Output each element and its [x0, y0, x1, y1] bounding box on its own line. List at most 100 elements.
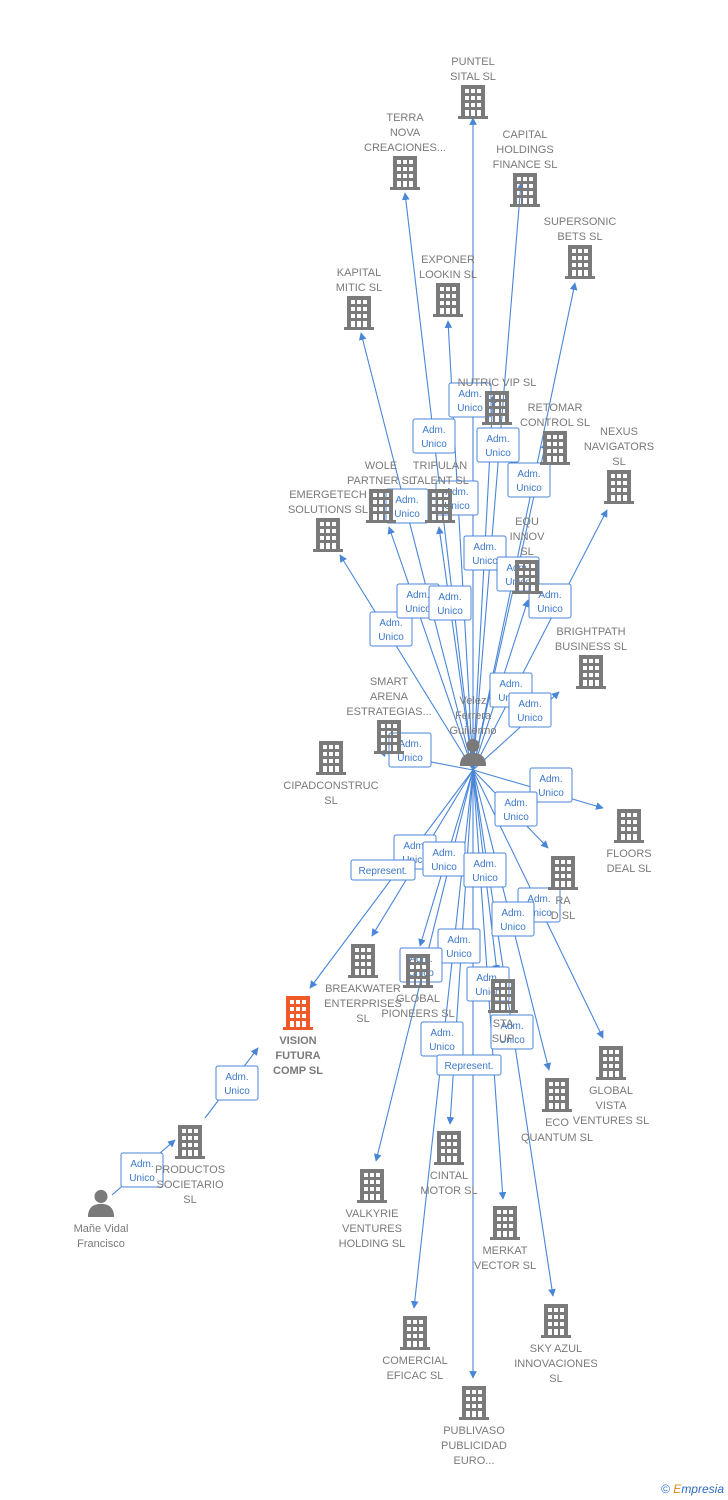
company-node-publivaso[interactable]: PUBLIVASOPUBLICIDADEURO...	[441, 1386, 507, 1467]
company-label: ESTRATEGIAS...	[346, 706, 431, 718]
relation-badge-text: Adm.	[406, 590, 429, 601]
building-icon	[565, 245, 595, 279]
company-label: LOOKIN SL	[419, 269, 477, 281]
relation-badge[interactable]: Represent.	[436, 1054, 502, 1076]
relation-badge[interactable]: Adm.Unico	[466, 966, 510, 1002]
building-icon	[344, 296, 374, 330]
relation-badge-text: Unico	[538, 788, 564, 799]
building-icon	[390, 156, 420, 190]
building-icon	[614, 809, 644, 843]
relation-badge-text: Adm.	[527, 894, 550, 905]
relation-badge-text: Unico	[378, 632, 404, 643]
relation-badge-text: Adm.	[438, 592, 461, 603]
relation-badge-text: Unico	[537, 604, 563, 615]
building-icon	[400, 1316, 430, 1350]
relation-badge[interactable]: Adm.Unico	[494, 791, 538, 827]
company-label: KAPITAL	[337, 267, 381, 279]
relation-badge-text: Adm.	[500, 1021, 523, 1032]
relation-badge[interactable]: Adm.Unico	[420, 1021, 464, 1057]
company-label: EMERGETECH	[289, 489, 367, 501]
relation-badge-text: Unico	[129, 1173, 155, 1184]
company-node-smart[interactable]: SMARTARENAESTRATEGIAS...	[346, 676, 432, 754]
relation-badge[interactable]: Adm.Unico	[120, 1152, 164, 1188]
relation-badge[interactable]: Adm.Unico	[508, 692, 552, 728]
relation-badge[interactable]: Adm.Unico	[412, 418, 456, 454]
relation-badge[interactable]: Adm.Unico	[215, 1065, 259, 1101]
relation-badge-text: Adm.	[538, 590, 561, 601]
relation-badge[interactable]: Adm.Unico	[463, 852, 507, 888]
company-node-nutric[interactable]: NUTRIC VIP SL	[458, 377, 537, 425]
relation-badge-box	[463, 535, 507, 571]
relation-badge[interactable]: Represent.	[350, 859, 416, 881]
relation-badge[interactable]: Adm.Unico	[437, 928, 481, 964]
person-label: Francisco	[77, 1238, 125, 1250]
relation-badge[interactable]: Adm.Unico	[491, 901, 535, 937]
company-node-terra[interactable]: TERRANOVACREACIONES...	[364, 112, 446, 190]
relation-badge-text: Adm.	[473, 542, 496, 553]
relation-badge-text: Adm.	[430, 1028, 453, 1039]
relation-badge[interactable]: Adm.Unico	[428, 585, 472, 621]
relation-badge[interactable]: Adm.Unico	[422, 841, 466, 877]
relation-badge-text: Unico	[517, 713, 543, 724]
relation-badge-box	[436, 1054, 502, 1076]
building-icon	[540, 431, 570, 465]
relation-badge-text: Unico	[397, 753, 423, 764]
company-label: D SL	[551, 910, 575, 922]
relation-badge-box	[215, 1065, 259, 1101]
relation-badge[interactable]: Adm.Unico	[388, 732, 432, 768]
relation-badge-text: Adm.	[501, 908, 524, 919]
relation-badge-text: Adm.	[473, 859, 496, 870]
relation-badge[interactable]: Adm.Unico	[490, 1014, 534, 1050]
relation-badge-box	[369, 611, 413, 647]
relation-badge[interactable]: Adm.Unico	[463, 535, 507, 571]
company-label: EFICAC SL	[387, 1370, 444, 1382]
company-label: VECTOR SL	[474, 1260, 536, 1272]
relation-badge-text: Unico	[224, 1086, 250, 1097]
company-node-ra[interactable]: RAD SL	[548, 856, 578, 922]
company-label: NEXUS	[600, 426, 638, 438]
relation-badge[interactable]: Adm.Unico	[476, 427, 520, 463]
relation-badge[interactable]: Adm.Unico	[369, 611, 413, 647]
building-icon	[434, 1131, 464, 1165]
relation-badge[interactable]: Adm.Unico	[507, 462, 551, 498]
relation-badge-text: Adm.	[447, 935, 470, 946]
relation-badge-box	[476, 427, 520, 463]
person-label: Guillermo	[449, 725, 496, 737]
company-label: TALENT SL	[411, 475, 469, 487]
edge-center-kapital	[358, 332, 474, 771]
company-label: BETS SL	[557, 231, 602, 243]
relation-badge[interactable]: Adm.Unico	[529, 767, 573, 803]
footer-brand[interactable]: © Empresia	[661, 1482, 724, 1496]
relation-badge-box	[508, 692, 552, 728]
